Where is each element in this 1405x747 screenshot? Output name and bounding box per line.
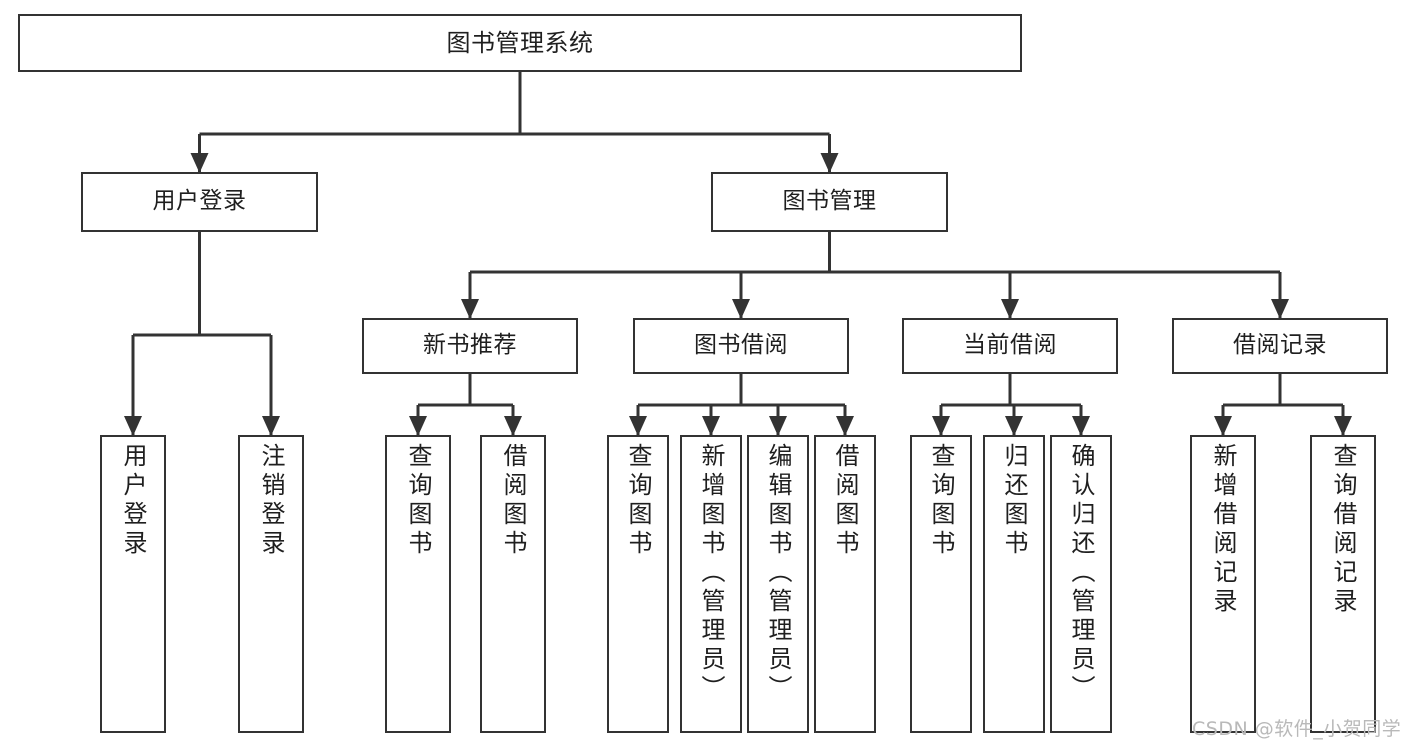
node-label: 图书借阅 xyxy=(694,332,788,359)
bus-bookmgmt-arrow-borrow xyxy=(732,299,750,319)
node-label: 新增图书（管理员） xyxy=(697,443,725,704)
node-bookmgmt[interactable]: 图书管理 xyxy=(711,172,948,232)
bus-login-arrow-l2 xyxy=(262,416,280,436)
node-label: 归还图书 xyxy=(1000,443,1028,559)
node-borrow[interactable]: 图书借阅 xyxy=(633,318,849,374)
bus-borrow-arrow-l5 xyxy=(629,416,647,436)
node-label: 借阅图书 xyxy=(831,443,859,559)
node-l12[interactable]: 新增借阅记录 xyxy=(1190,435,1256,733)
node-l5[interactable]: 查询图书 xyxy=(607,435,669,733)
node-l7[interactable]: 编辑图书（管理员） xyxy=(747,435,809,733)
node-l9[interactable]: 查询图书 xyxy=(910,435,972,733)
bus-records-arrow-l12 xyxy=(1214,416,1232,436)
node-label: 注销登录 xyxy=(257,443,285,559)
bus-current-arrow-l9 xyxy=(932,416,950,436)
bus-current-arrow-l11 xyxy=(1072,416,1090,436)
node-label: 当前借阅 xyxy=(963,332,1057,359)
node-label: 查询借阅记录 xyxy=(1329,443,1357,617)
node-label: 查询图书 xyxy=(927,443,955,559)
node-l3[interactable]: 查询图书 xyxy=(385,435,451,733)
bus-borrow-arrow-l7 xyxy=(769,416,787,436)
node-l10[interactable]: 归还图书 xyxy=(983,435,1045,733)
bus-current-arrow-l10 xyxy=(1005,416,1023,436)
node-label: 编辑图书（管理员） xyxy=(764,443,792,704)
node-label: 借阅图书 xyxy=(499,443,527,559)
node-newbooks[interactable]: 新书推荐 xyxy=(362,318,578,374)
bus-root-arrow-login xyxy=(190,153,209,173)
bus-bookmgmt-arrow-newbooks xyxy=(461,299,479,319)
bus-newbooks-arrow-l4 xyxy=(504,416,522,436)
bus-records-arrow-l13 xyxy=(1334,416,1352,436)
node-l6[interactable]: 新增图书（管理员） xyxy=(680,435,742,733)
node-label: 用户登录 xyxy=(119,443,147,559)
node-login[interactable]: 用户登录 xyxy=(81,172,318,232)
node-label: 图书管理 xyxy=(782,188,877,215)
node-l2[interactable]: 注销登录 xyxy=(238,435,304,733)
node-label: 确认归还（管理员） xyxy=(1067,443,1095,704)
node-label: 用户登录 xyxy=(152,188,247,215)
node-l8[interactable]: 借阅图书 xyxy=(814,435,876,733)
node-label: 查询图书 xyxy=(624,443,652,559)
bus-newbooks-arrow-l3 xyxy=(409,416,427,436)
bus-borrow-arrow-l8 xyxy=(836,416,854,436)
node-label: 新增借阅记录 xyxy=(1209,443,1237,617)
bus-bookmgmt-arrow-current xyxy=(1001,299,1019,319)
bus-bookmgmt-arrow-records xyxy=(1271,299,1289,319)
node-l11[interactable]: 确认归还（管理员） xyxy=(1050,435,1112,733)
bus-login-arrow-l1 xyxy=(124,416,142,436)
node-l1[interactable]: 用户登录 xyxy=(100,435,166,733)
csdn-watermark: CSDN @软件_小贺同学 xyxy=(1192,718,1402,740)
node-l13[interactable]: 查询借阅记录 xyxy=(1310,435,1376,733)
node-label: 新书推荐 xyxy=(423,332,517,359)
node-current[interactable]: 当前借阅 xyxy=(902,318,1118,374)
node-root[interactable]: 图书管理系统 xyxy=(18,14,1022,72)
node-label: 查询图书 xyxy=(404,443,432,559)
bus-borrow-arrow-l6 xyxy=(702,416,720,436)
node-label: 图书管理系统 xyxy=(446,28,594,57)
node-records[interactable]: 借阅记录 xyxy=(1172,318,1388,374)
node-label: 借阅记录 xyxy=(1233,332,1327,359)
bus-root-arrow-bookmgmt xyxy=(820,153,839,173)
node-l4[interactable]: 借阅图书 xyxy=(480,435,546,733)
